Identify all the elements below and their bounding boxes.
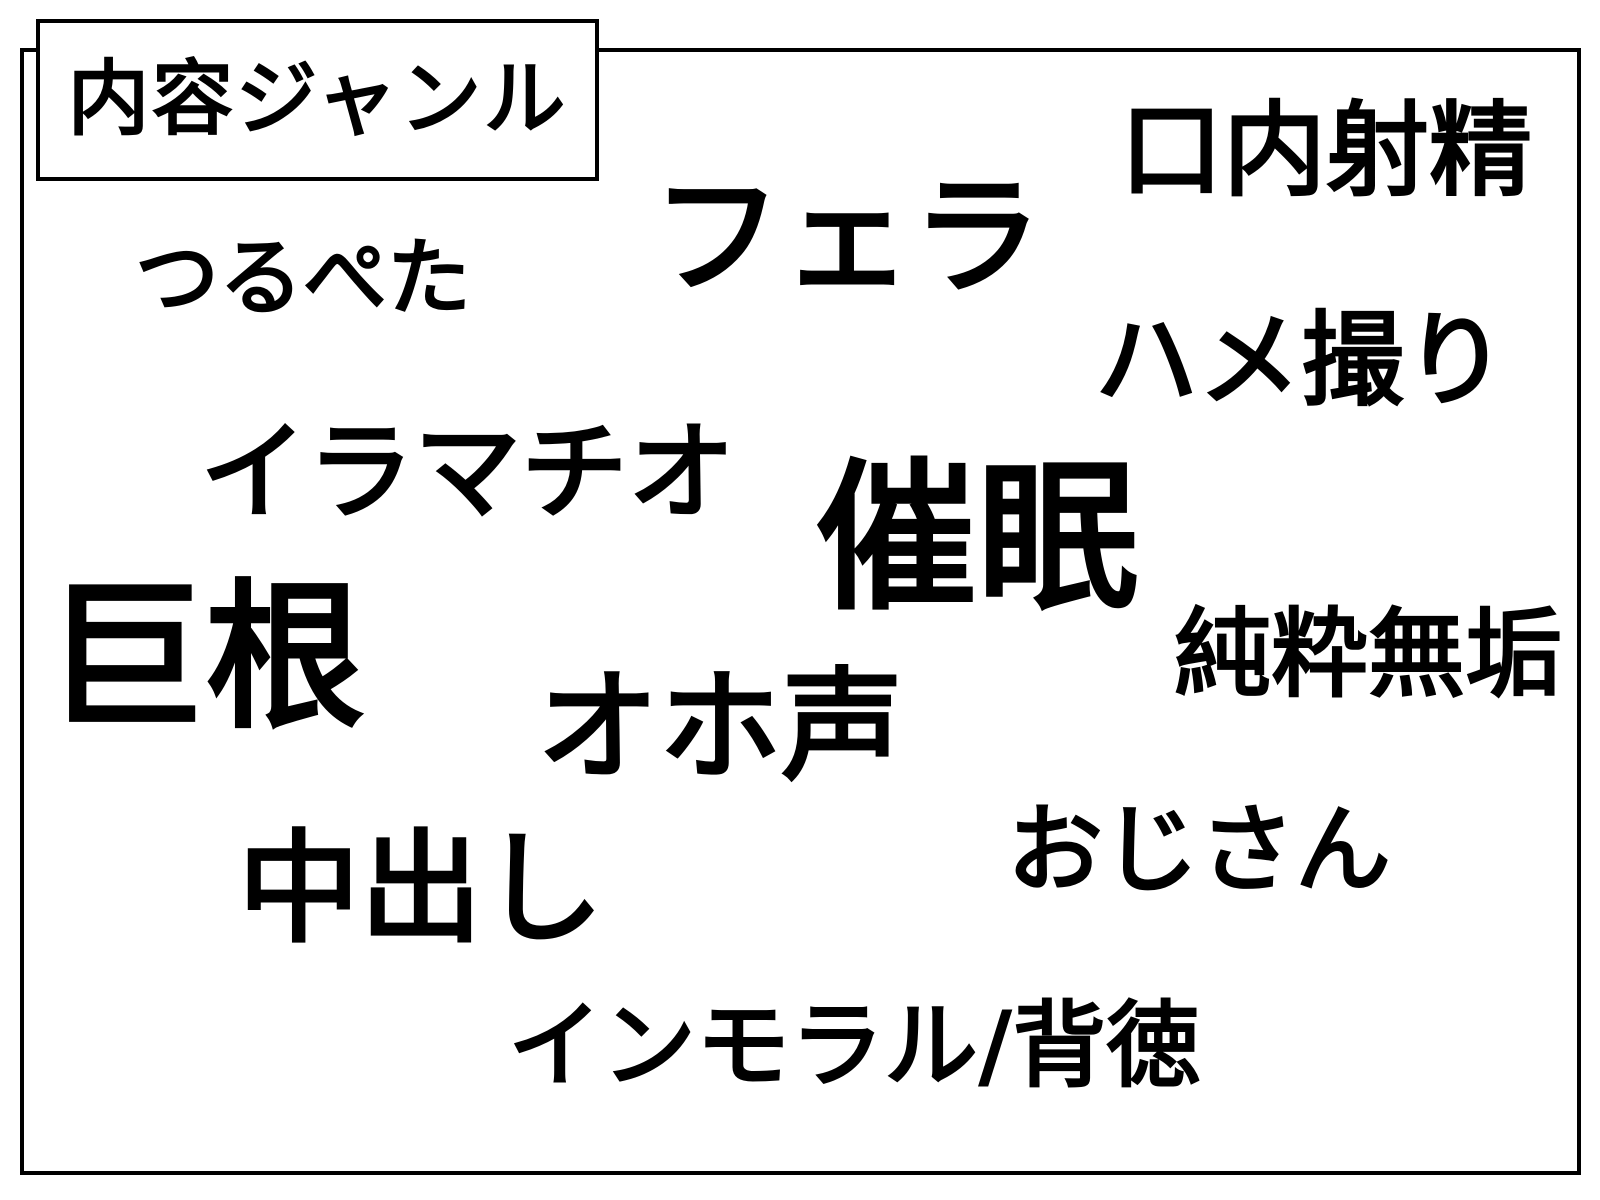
genre-title-box: 内容ジャンル	[36, 19, 599, 181]
genre-tag-fera: フェラ	[652, 161, 1043, 313]
genre-tag-oho-goe: オホ声	[537, 656, 903, 798]
genre-tag-kyokon: 巨根	[45, 564, 366, 751]
genre-tag-tsurupeta: つるぺた	[135, 229, 472, 327]
genre-tag-saimin: 催眠	[815, 445, 1139, 633]
genre-tag-hamedori: ハメ撮り	[1095, 301, 1507, 421]
genre-tag-immoral-haitoku: インモラル/背徳	[508, 992, 1201, 1101]
genre-tag-ojisan: おじさん	[1007, 794, 1391, 906]
genre-tag-konai-shasei: 口内射精	[1120, 91, 1532, 211]
genre-tag-nakadashi: 中出し	[238, 818, 604, 960]
genre-tag-irramachio: イラマチオ	[200, 411, 736, 535]
genre-title: 内容ジャンル	[67, 52, 568, 147]
genre-tag-junsui-muku: 純粋無垢	[1174, 598, 1562, 711]
genre-frame	[20, 48, 1581, 1175]
